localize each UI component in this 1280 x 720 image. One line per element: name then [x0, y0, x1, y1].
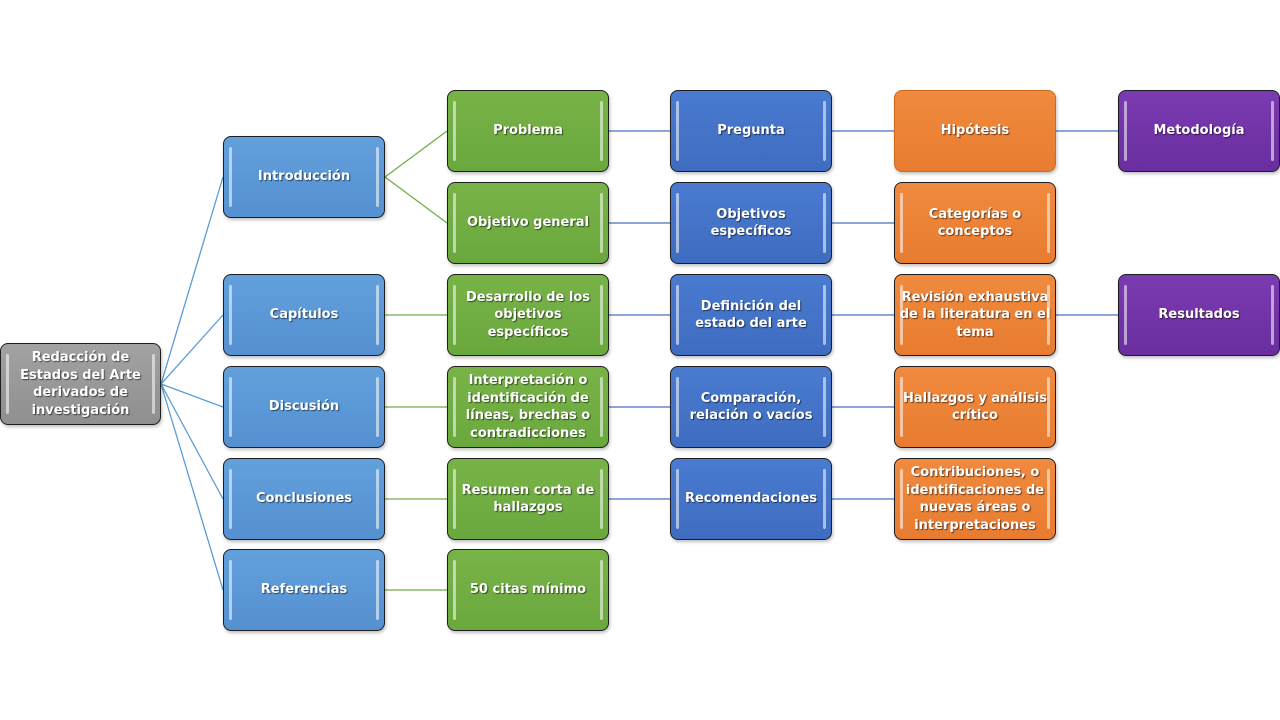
node-objetivos-especificos: Objetivos específicos: [670, 182, 832, 264]
node-resumen: Resumen corta de hallazgos: [447, 458, 609, 540]
node-label: Hallazgos y análisis crítico: [902, 390, 1048, 424]
node-label: Interpretación o identificación de línea…: [465, 373, 591, 441]
node-label: Pregunta: [717, 123, 785, 139]
node-label: Revisión exhaustiva de la literatura en …: [899, 289, 1051, 340]
node-objetivo-general: Objetivo general: [447, 182, 609, 264]
node-label: Objetivo general: [466, 215, 590, 231]
connector-root-conclusiones: [160, 383, 224, 500]
node-label: Recomendaciones: [684, 491, 818, 507]
node-label: Metodología: [1153, 123, 1245, 139]
node-revision: Revisión exhaustiva de la literatura en …: [894, 274, 1056, 356]
node-label: Resumen corta de hallazgos: [461, 482, 595, 516]
node-problema: Problema: [447, 90, 609, 172]
node-comparacion: Comparación, relación o vacíos: [670, 366, 832, 448]
node-recomendaciones: Recomendaciones: [670, 458, 832, 540]
node-pregunta: Pregunta: [670, 90, 832, 172]
node-resultados: Resultados: [1118, 274, 1280, 356]
node-root: Redacción de Estados del Arte derivados …: [0, 343, 161, 425]
node-definicion: Definición del estado del arte: [670, 274, 832, 356]
node-label: Capítulos: [269, 307, 339, 323]
node-hipotesis: Hipótesis: [894, 90, 1056, 172]
connector-root-introduccion: [160, 176, 224, 385]
node-metodologia: Metodología: [1118, 90, 1280, 172]
node-contribuciones: Contribuciones, o identificaciones de nu…: [894, 458, 1056, 540]
node-label: Objetivos específicos: [710, 206, 792, 240]
connector-introduccion-problema: [384, 130, 448, 178]
connector-root-referencias: [160, 383, 224, 591]
node-label: 50 citas mínimo: [469, 582, 587, 598]
connector-introduccion-objetivo-general: [384, 176, 448, 224]
connector-root-capitulos: [160, 314, 224, 385]
node-label: Discusión: [268, 399, 340, 415]
node-label: Desarrollo de los objetivos específicos: [465, 289, 590, 340]
node-introduccion: Introducción: [223, 136, 385, 218]
node-citas: 50 citas mínimo: [447, 549, 609, 631]
connector-root-discusion: [160, 383, 224, 408]
node-label: Contribuciones, o identificaciones de nu…: [905, 465, 1045, 533]
node-label: Problema: [493, 123, 563, 139]
node-interpretacion: Interpretación o identificación de línea…: [447, 366, 609, 448]
node-hallazgos: Hallazgos y análisis crítico: [894, 366, 1056, 448]
node-label: Resultados: [1158, 307, 1240, 323]
node-desarrollo: Desarrollo de los objetivos específicos: [447, 274, 609, 356]
node-referencias: Referencias: [223, 549, 385, 631]
node-label: Introducción: [257, 169, 351, 185]
node-label: Hipótesis: [940, 123, 1010, 139]
node-conclusiones: Conclusiones: [223, 458, 385, 540]
node-label: Redacción de Estados del Arte derivados …: [20, 350, 141, 418]
node-label: Referencias: [260, 582, 348, 598]
node-label: Conclusiones: [255, 491, 353, 507]
node-categorias: Categorías o conceptos: [894, 182, 1056, 264]
node-discusion: Discusión: [223, 366, 385, 448]
node-label: Categorías o conceptos: [928, 206, 1022, 240]
node-label: Definición del estado del arte: [695, 298, 807, 332]
node-label: Comparación, relación o vacíos: [689, 390, 813, 424]
node-capitulos: Capítulos: [223, 274, 385, 356]
